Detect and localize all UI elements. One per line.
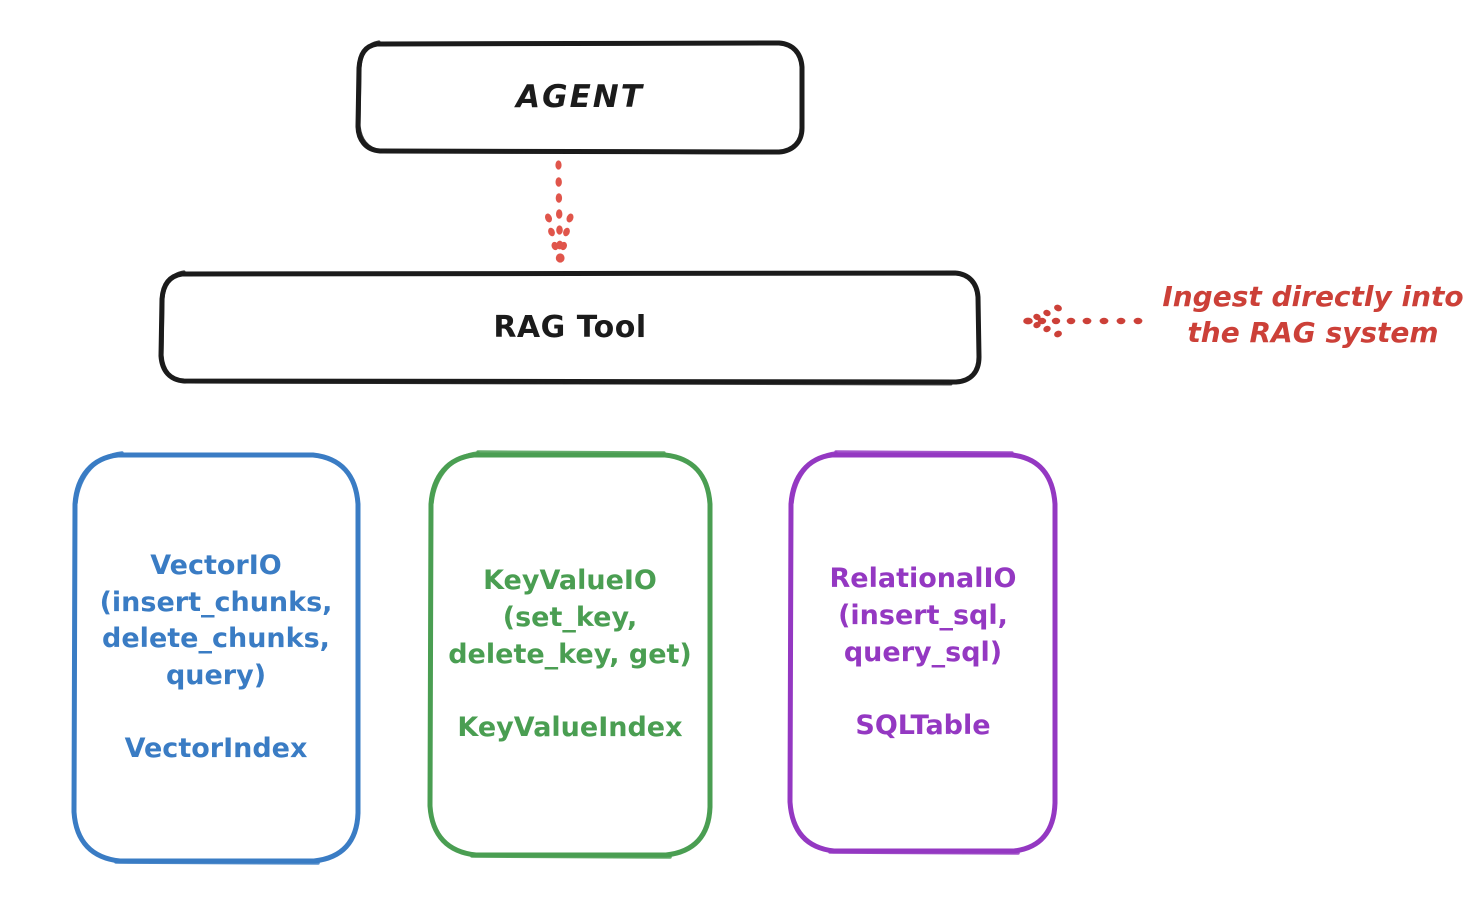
- node-key-value-io-label: KeyValueIO (set_key, delete_key, get) Ke…: [448, 565, 692, 744]
- node-agent[interactable]: AGENT: [355, 38, 805, 156]
- node-agent-label: AGENT: [516, 78, 644, 115]
- connector-agent-to-rag-tool: [544, 160, 574, 263]
- node-rag-tool[interactable]: RAG Tool: [156, 268, 984, 386]
- node-key-value-io[interactable]: KeyValueIO (set_key, delete_key, get) Ke…: [426, 450, 714, 860]
- node-relational-io[interactable]: RelationalIO (insert_sql, query_sql) SQL…: [786, 450, 1060, 856]
- node-relational-io-label: RelationalIO (insert_sql, query_sql) SQL…: [829, 563, 1017, 742]
- annotation-ingest: Ingest directly into the RAG system: [1162, 280, 1464, 350]
- node-vector-io-label: VectorIO (insert_chunks, delete_chunks, …: [99, 549, 333, 765]
- connector-ingest-to-rag-tool: [1023, 304, 1143, 338]
- node-rag-tool-label: RAG Tool: [493, 309, 647, 345]
- node-vector-io[interactable]: VectorIO (insert_chunks, delete_chunks, …: [70, 450, 362, 866]
